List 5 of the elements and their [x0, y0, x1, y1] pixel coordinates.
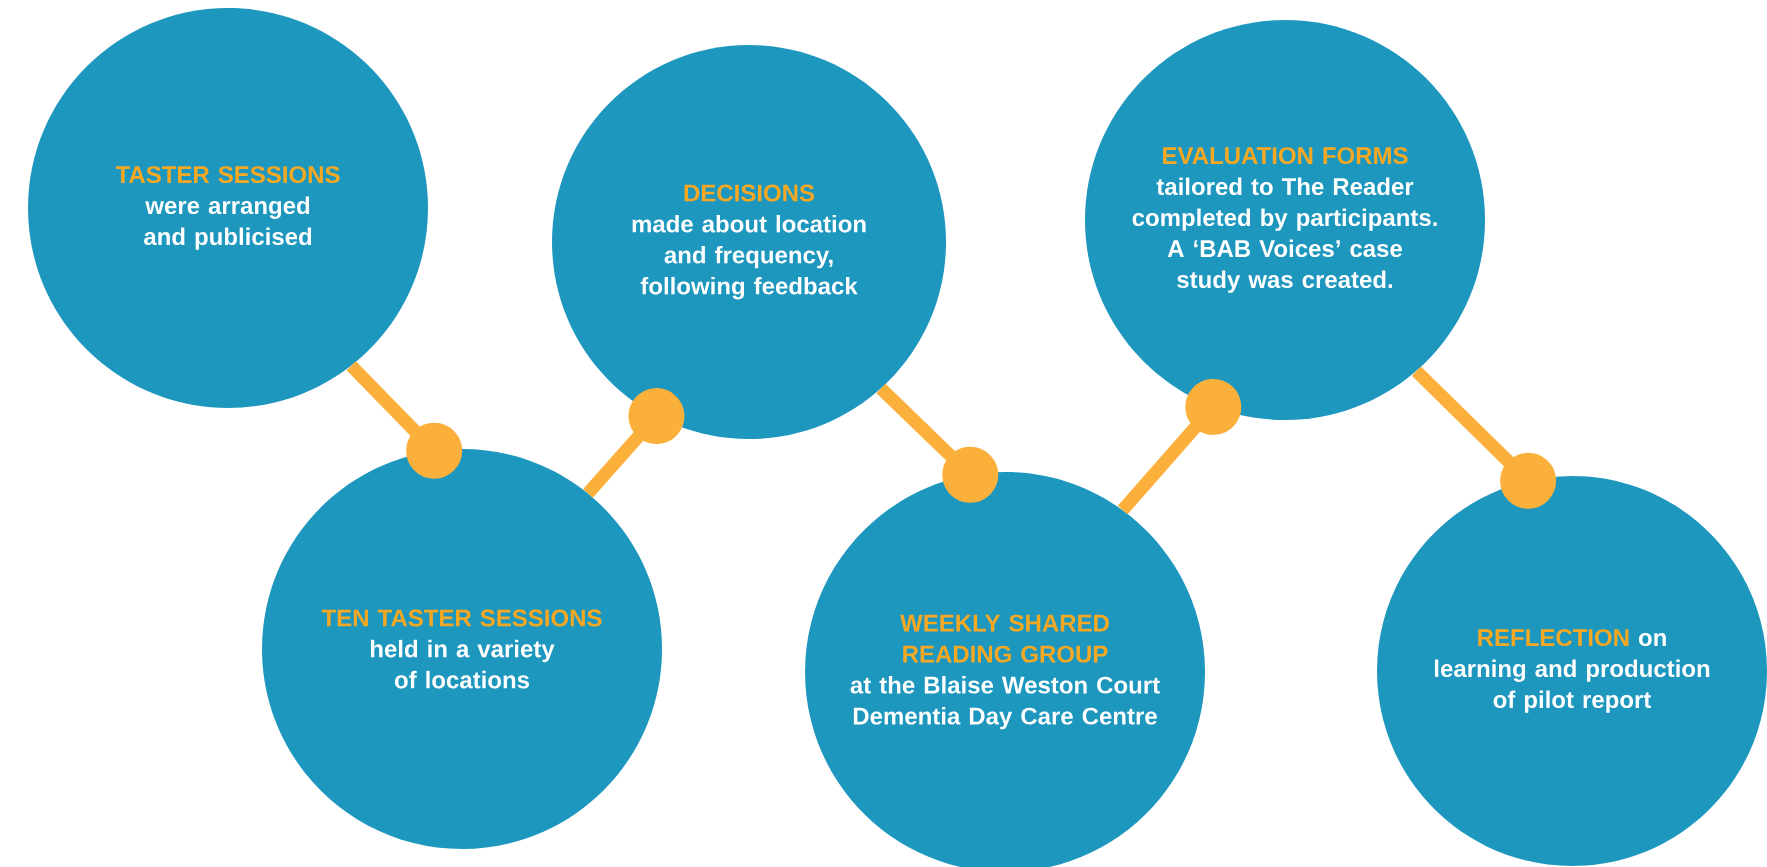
connector — [346, 361, 463, 479]
connector — [1117, 378, 1242, 515]
connector — [583, 388, 685, 498]
connector — [1411, 366, 1557, 509]
connector — [876, 383, 999, 503]
